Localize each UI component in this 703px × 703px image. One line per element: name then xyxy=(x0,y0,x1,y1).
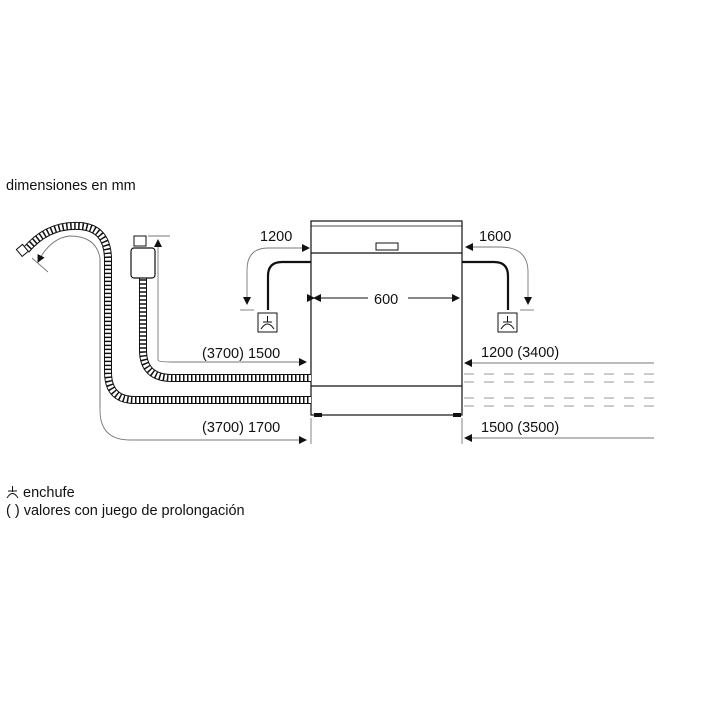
dishwasher xyxy=(300,220,473,417)
foot-right xyxy=(453,413,461,417)
width-label: 600 xyxy=(374,292,398,308)
legend-socket-text: enchufe xyxy=(23,485,75,501)
power-cord-label: 1200 (3400) xyxy=(481,345,559,361)
socket-icon-left xyxy=(257,312,278,333)
socket-icon-right xyxy=(497,312,518,333)
foot-left xyxy=(314,413,322,417)
legend-socket: enchufe xyxy=(6,485,75,501)
inlet-hose-label: (3700) 1700 xyxy=(202,420,280,436)
left-socket-reach-label: 1200 xyxy=(260,229,292,245)
socket-legend-icon xyxy=(6,486,19,498)
inlet-right-label: 1500 (3500) xyxy=(481,420,559,436)
control-panel-display xyxy=(375,242,399,251)
diagram-title: dimensiones en mm xyxy=(6,178,136,194)
legend-brackets: ( ) valores con juego de prolongación xyxy=(6,503,245,519)
extension-lines xyxy=(464,373,656,407)
drain-hose xyxy=(15,221,311,404)
right-socket-reach-label: 1600 xyxy=(479,229,511,245)
aquastop-valve xyxy=(130,247,156,279)
drain-hose-label: (3700) 1500 xyxy=(202,346,280,362)
inlet-hose xyxy=(130,235,311,382)
